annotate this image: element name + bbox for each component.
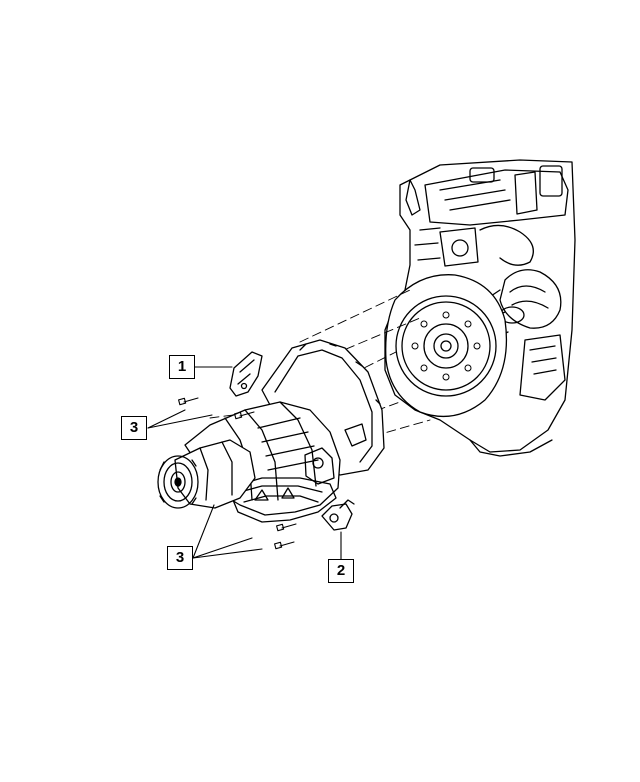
leader-lines [147,366,342,560]
callout-3-lower: 3 [167,546,193,570]
bolts [178,397,297,550]
callout-2: 2 [328,559,354,583]
sensor-part [321,499,355,531]
callout-1: 1 [169,355,195,379]
bracket-part [229,351,263,397]
transmission-assembly [157,339,385,523]
engine-assembly [384,159,576,457]
callout-3-upper: 3 [121,416,147,440]
